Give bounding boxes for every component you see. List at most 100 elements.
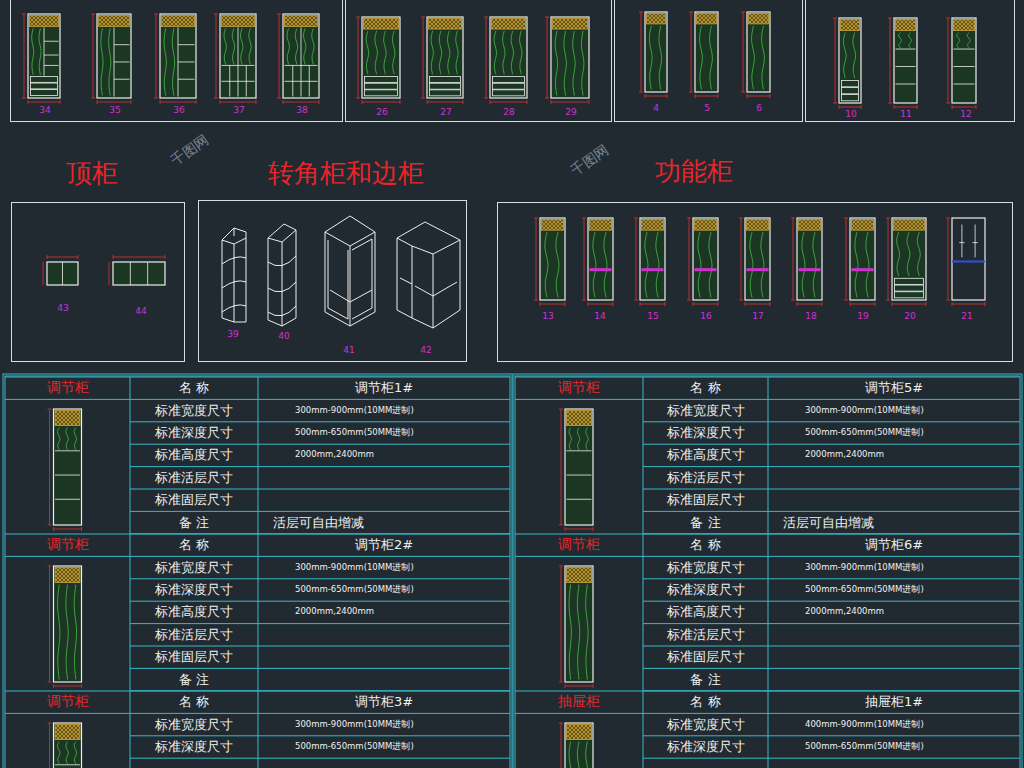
- line: [277, 14, 281, 15]
- drawing-panel: 26272829: [345, 0, 612, 122]
- line: [888, 103, 892, 104]
- cabinet-outline: [892, 218, 926, 300]
- cabinet-outline: [160, 14, 196, 98]
- table-field: 标准高度尺寸: [155, 448, 233, 462]
- line: [888, 18, 892, 19]
- line: [222, 81, 255, 82]
- line: [565, 529, 593, 530]
- line: [156, 14, 157, 98]
- clothes-symbol: [74, 585, 76, 680]
- top-box: [30, 16, 59, 27]
- cabinet-outline: [551, 17, 589, 98]
- line: [258, 534, 259, 691]
- top-box: [567, 411, 592, 426]
- line: [896, 66, 916, 67]
- line: [24, 14, 25, 98]
- line: [952, 260, 985, 262]
- drawer: [493, 77, 525, 83]
- line: [540, 304, 565, 305]
- line: [565, 302, 566, 306]
- table-category: 调节柜: [47, 537, 89, 552]
- drawer: [430, 90, 461, 96]
- line: [285, 65, 318, 66]
- table-field: 名 称: [690, 538, 720, 552]
- line: [5, 377, 130, 378]
- top-box: [492, 19, 526, 30]
- line: [527, 100, 528, 104]
- cabinet-outline: [362, 17, 400, 98]
- line: [892, 302, 893, 306]
- line: [49, 723, 50, 768]
- clothes-symbol: [656, 232, 659, 297]
- table-field: 标准深度尺寸: [667, 426, 745, 440]
- line: [593, 684, 594, 688]
- cabinet-outline: [97, 14, 131, 98]
- top-box: [896, 20, 916, 31]
- line: [356, 17, 360, 18]
- line: [5, 556, 130, 557]
- clothes-symbol: [569, 585, 571, 680]
- line: [888, 218, 889, 300]
- table-field: 标准固层尺寸: [155, 650, 233, 664]
- line: [567, 450, 592, 451]
- table-field: 标准深度尺寸: [667, 740, 745, 754]
- accessory-bar: [695, 268, 717, 271]
- clothes-symbol: [649, 26, 652, 90]
- line: [639, 12, 643, 13]
- cabinet-outline: [894, 18, 917, 103]
- cabinet-figure: [48, 723, 82, 768]
- clothes-symbol: [439, 31, 441, 74]
- table-category: 调节柜: [558, 380, 600, 395]
- accessory-bar: [642, 268, 664, 271]
- line: [850, 304, 875, 305]
- line: [559, 566, 563, 567]
- clothes-symbol: [593, 232, 596, 297]
- table-header: 调节柜2#: [355, 538, 413, 552]
- table-value: 500mm-650mm(50MM进制): [295, 428, 414, 437]
- line: [113, 257, 165, 258]
- line: [55, 475, 80, 476]
- line: [567, 475, 592, 476]
- cabinet-figure: [739, 218, 770, 306]
- line: [130, 691, 510, 692]
- line: [584, 218, 585, 300]
- clothes-symbol: [659, 26, 662, 90]
- cabinet-figure: [946, 18, 976, 109]
- callout-number: 44: [135, 307, 146, 317]
- line: [48, 409, 52, 410]
- section-heading: 转角柜和边柜: [268, 159, 424, 188]
- cabinet-outline: [283, 14, 319, 98]
- clothes-symbol: [569, 742, 571, 768]
- table-field: 标准深度尺寸: [155, 583, 233, 597]
- cabinet-figure: [741, 12, 770, 98]
- cabinet-outline: [113, 262, 165, 285]
- table-header: 调节柜1#: [355, 381, 413, 395]
- line: [5, 713, 130, 714]
- cabinet-outline: [47, 262, 78, 285]
- line: [770, 302, 771, 306]
- cabinet-figure: [582, 218, 613, 306]
- table-field: 标准活层尺寸: [155, 628, 233, 642]
- line: [515, 399, 643, 400]
- cabinet-figure: [689, 12, 718, 98]
- line: [486, 17, 487, 98]
- callout-number: 4: [653, 104, 659, 114]
- line: [640, 304, 665, 305]
- line: [515, 377, 643, 378]
- top-box: [642, 220, 664, 231]
- line: [53, 684, 54, 688]
- clothes-symbol: [855, 232, 858, 297]
- line: [283, 100, 284, 104]
- cabinet-figure: [888, 18, 917, 109]
- line: [178, 79, 195, 80]
- line: [745, 304, 770, 305]
- clothes-symbol: [101, 28, 103, 95]
- line: [643, 534, 1020, 535]
- cabinet-outline: [645, 12, 667, 92]
- cabinet-figure: [154, 14, 196, 104]
- cabinet-figure: [559, 409, 593, 531]
- callout-number: 39: [227, 330, 238, 340]
- line: [559, 409, 563, 410]
- cabinet-outline: [427, 17, 463, 98]
